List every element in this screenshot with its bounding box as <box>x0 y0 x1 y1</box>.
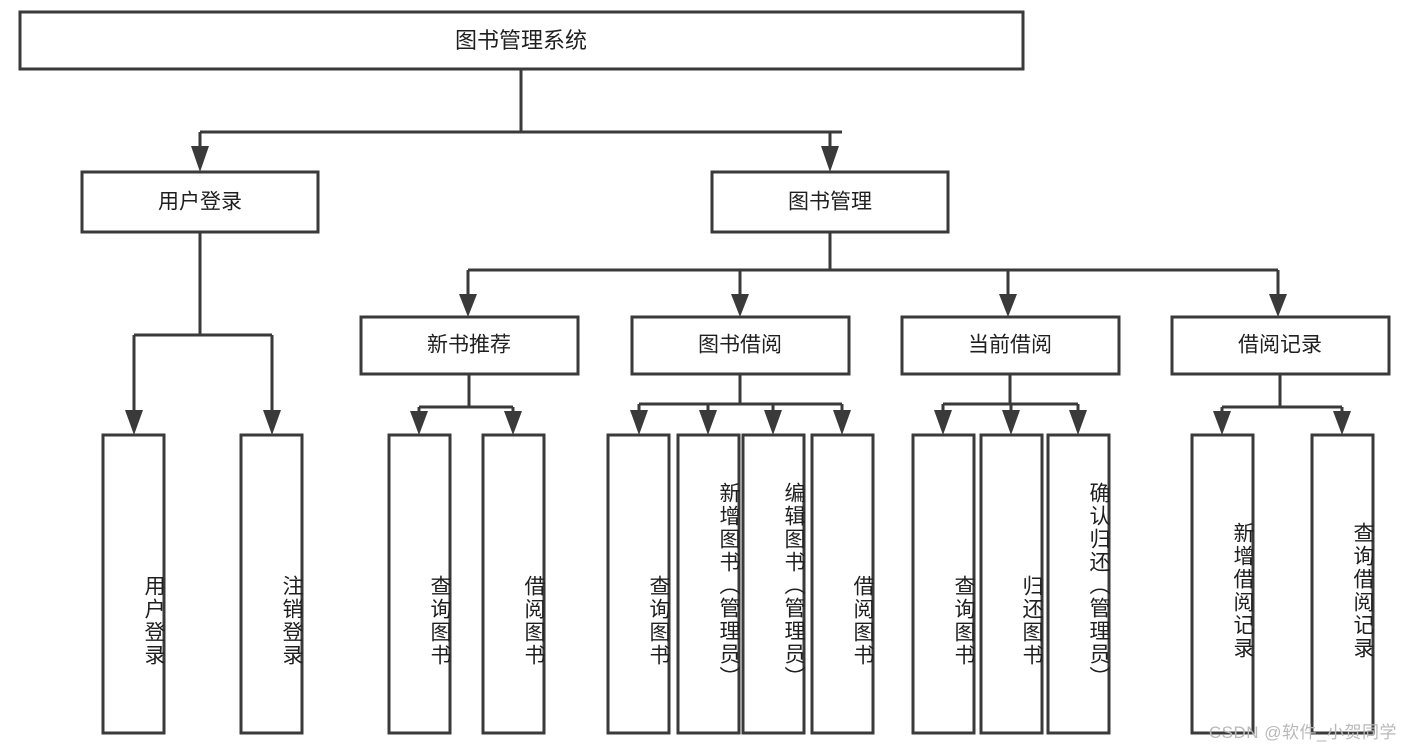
current-borrow-box-rect <box>900 315 1121 376</box>
arrow-head-icon <box>504 411 522 435</box>
leaf-box-query-book-3[interactable] <box>911 433 976 735</box>
leaf-box-edit-book[interactable] <box>741 433 806 735</box>
csdn-watermark: CSDN @软件_小贺同学 <box>1208 723 1397 742</box>
connector-book-management-to-level2 <box>459 232 1287 317</box>
arrow-head-icon <box>410 411 428 435</box>
leaf-box-query-book-1[interactable] <box>387 433 452 735</box>
borrow-record-box-label: 借阅记录 <box>1238 334 1322 357</box>
book-borrow-box-label: 图书借阅 <box>698 334 782 357</box>
arrow-head-icon <box>1002 410 1020 435</box>
node-book-management[interactable]: 图书管理 <box>710 170 950 234</box>
leaf-box-borrow-book-1[interactable] <box>481 433 546 735</box>
leaf-box-add-record[interactable] <box>1190 433 1255 735</box>
current-borrow-box-label: 当前借阅 <box>968 334 1052 357</box>
node-root[interactable]: 图书管理系统 <box>18 10 1025 71</box>
arrow-head-icon <box>1269 294 1287 317</box>
arrow-head-icon <box>125 410 143 435</box>
node-current-borrow[interactable]: 当前借阅 <box>900 315 1121 376</box>
user-login-box-label: 用户登录 <box>158 191 242 214</box>
arrow-head-icon <box>731 294 749 317</box>
arrow-head-icon <box>1213 411 1231 435</box>
new-book-recommend-box-rect <box>359 315 580 376</box>
node-new-book-recommend[interactable]: 新书推荐 <box>359 315 580 376</box>
leaf-box-query-record[interactable] <box>1310 433 1375 735</box>
arrow-head-icon <box>1333 411 1351 435</box>
connector-new-book-recommend-to-leaves <box>410 374 522 435</box>
connector-book-borrow-to-leaves <box>630 374 851 435</box>
root-box-rect <box>18 10 1025 71</box>
connector-current-borrow-to-leaves <box>934 374 1087 435</box>
arrow-head-icon <box>999 294 1017 317</box>
arrow-head-icon <box>699 410 717 435</box>
root-box-label: 图书管理系统 <box>455 28 587 53</box>
arrow-head-icon <box>764 410 782 435</box>
new-book-recommend-box-label: 新书推荐 <box>427 334 511 357</box>
leaf-box-add-book[interactable] <box>676 433 741 735</box>
leaf-box-borrow-book-2[interactable] <box>810 433 875 735</box>
connector-root-to-level1 <box>191 69 842 172</box>
leaf-box-user-logout[interactable] <box>239 433 304 735</box>
leaf-box-confirm-return[interactable] <box>1046 433 1111 735</box>
arrow-head-icon <box>934 410 952 435</box>
arrow-head-icon <box>630 410 648 435</box>
connector-user-login-to-leaves <box>125 232 281 435</box>
leaf-box-query-book-2[interactable] <box>606 433 671 735</box>
leaf-box-return-book[interactable] <box>979 433 1044 735</box>
leaf-box-user-login[interactable] <box>101 433 166 735</box>
node-book-borrow[interactable]: 图书借阅 <box>630 315 851 376</box>
book-management-box-label: 图书管理 <box>788 191 872 214</box>
connector-borrow-record-to-leaves <box>1213 374 1351 435</box>
user-login-box-rect <box>80 170 320 234</box>
arrow-head-icon <box>821 146 839 172</box>
arrow-head-icon <box>191 146 209 172</box>
arrow-head-icon <box>833 410 851 435</box>
arrow-head-icon <box>1069 410 1087 435</box>
node-user-login[interactable]: 用户登录 <box>80 170 320 234</box>
node-borrow-record[interactable]: 借阅记录 <box>1170 315 1391 376</box>
arrow-head-icon <box>459 294 477 317</box>
arrow-head-icon <box>263 410 281 435</box>
